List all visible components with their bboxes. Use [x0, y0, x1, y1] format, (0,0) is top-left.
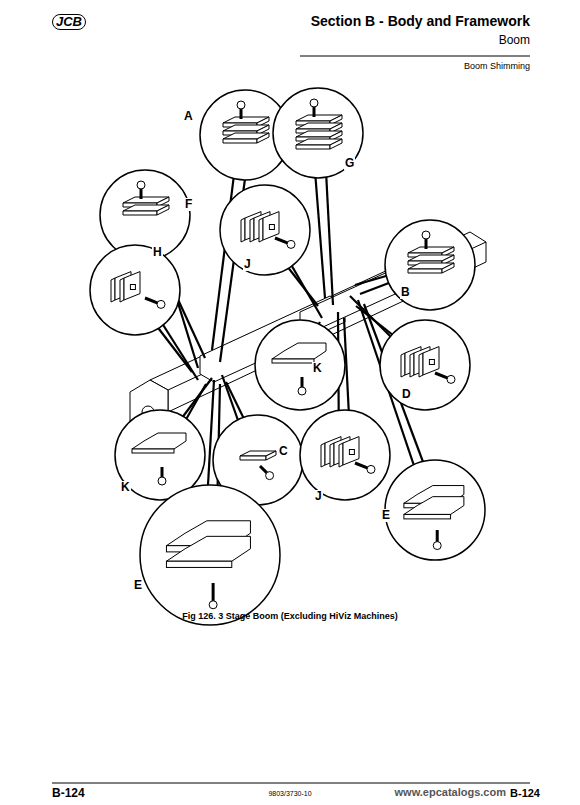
bolt-head — [447, 375, 455, 383]
bolt-head — [367, 465, 375, 473]
shim-plate — [296, 145, 330, 149]
watermark: www.epcatalogs.com — [395, 786, 506, 798]
detail-circle — [380, 320, 470, 410]
detail-circle — [273, 88, 363, 178]
detail-circle — [385, 220, 475, 310]
shim-plate — [132, 433, 186, 449]
detail-circle — [385, 220, 475, 310]
callout-letter: B — [400, 286, 411, 299]
shim-plate — [120, 278, 124, 302]
bolt-head — [158, 477, 166, 485]
bolt-head — [209, 601, 217, 609]
bolt-head — [157, 300, 165, 308]
detail-circle — [385, 460, 485, 560]
bolt-head — [433, 542, 441, 550]
shim-plate — [257, 133, 269, 143]
callout-letter: J — [314, 490, 323, 503]
shim-plate — [123, 211, 157, 215]
page-heading: Boom Shimming — [464, 62, 530, 72]
shim-plate — [423, 347, 439, 375]
detail-circle — [140, 485, 280, 625]
detail-circle — [380, 320, 470, 410]
shim-plate — [442, 263, 454, 273]
plate-hole — [130, 285, 135, 290]
shim-plate — [166, 536, 250, 561]
shim-plate — [410, 353, 414, 377]
page-number: B-124 — [52, 787, 85, 800]
shim-plate — [343, 437, 359, 465]
section-subtitle: Boom — [499, 34, 530, 47]
shim-plate — [132, 449, 174, 453]
page-title: Section B - Body and Framework — [311, 14, 530, 29]
detail-circle — [90, 245, 180, 335]
bolt-head — [266, 472, 274, 480]
callout-letter: E — [381, 509, 391, 522]
bolt-head — [137, 181, 145, 189]
callout-letter: G — [344, 157, 355, 170]
shim-plate — [263, 212, 279, 240]
shim-plate — [157, 205, 169, 215]
shim-plate — [272, 343, 326, 359]
detail-circle — [300, 410, 390, 500]
shim-plate — [401, 353, 405, 377]
bolt-head — [237, 101, 245, 109]
shim-plate — [223, 139, 257, 143]
footer-rule — [52, 783, 530, 784]
shim-plate — [166, 561, 231, 567]
shim-plate — [330, 443, 334, 467]
shim-plate — [339, 443, 343, 467]
boom-body — [130, 232, 486, 440]
plate-hole — [269, 225, 274, 230]
callout-letter: F — [184, 198, 193, 211]
callout-letter: K — [312, 362, 323, 375]
detail-circle — [255, 320, 345, 410]
shim-plate — [124, 272, 140, 300]
callout-letter: C — [278, 445, 289, 458]
shim-plate — [404, 514, 451, 518]
detail-circle — [385, 460, 485, 560]
detail-circle — [220, 185, 310, 275]
detail-circles — [90, 88, 485, 625]
detail-circle — [220, 185, 310, 275]
figure-caption: Fig 126. 3 Stage Boom (Excluding HiViz M… — [0, 612, 580, 622]
callout-letter: D — [401, 388, 412, 401]
shim-plate — [259, 218, 263, 242]
shim-plate — [111, 278, 115, 302]
shim-plate — [241, 218, 245, 242]
callout-letter: H — [152, 246, 163, 259]
shim-plate — [250, 218, 254, 242]
bolt-head — [298, 387, 306, 395]
detail-circle — [273, 88, 363, 178]
shim-plate — [272, 359, 314, 363]
shim-plate — [240, 456, 266, 460]
bolt-head — [422, 231, 430, 239]
bolt-head — [287, 240, 295, 248]
shim-plate — [404, 497, 464, 515]
shim-plate — [419, 353, 423, 377]
detail-circle — [115, 410, 205, 500]
page-number: B-124 — [510, 787, 540, 799]
plate-hole — [349, 450, 354, 455]
detail-circle — [115, 410, 205, 500]
company-logo: JCB — [52, 14, 86, 30]
header-rule — [300, 56, 530, 57]
callout-letter: E — [133, 579, 143, 592]
detail-circle — [140, 485, 280, 625]
detail-circle — [90, 245, 180, 335]
shim-plate — [330, 139, 342, 149]
shim-plate — [266, 451, 276, 460]
callout-letter: K — [120, 481, 131, 494]
shim-plate — [408, 269, 442, 273]
detail-circle — [255, 320, 345, 410]
plate-hole — [429, 360, 434, 365]
shim-plate — [321, 443, 325, 467]
bolt-head — [310, 99, 318, 107]
detail-circle — [300, 410, 390, 500]
callout-letter: J — [243, 258, 252, 271]
callout-letter: A — [183, 110, 194, 123]
